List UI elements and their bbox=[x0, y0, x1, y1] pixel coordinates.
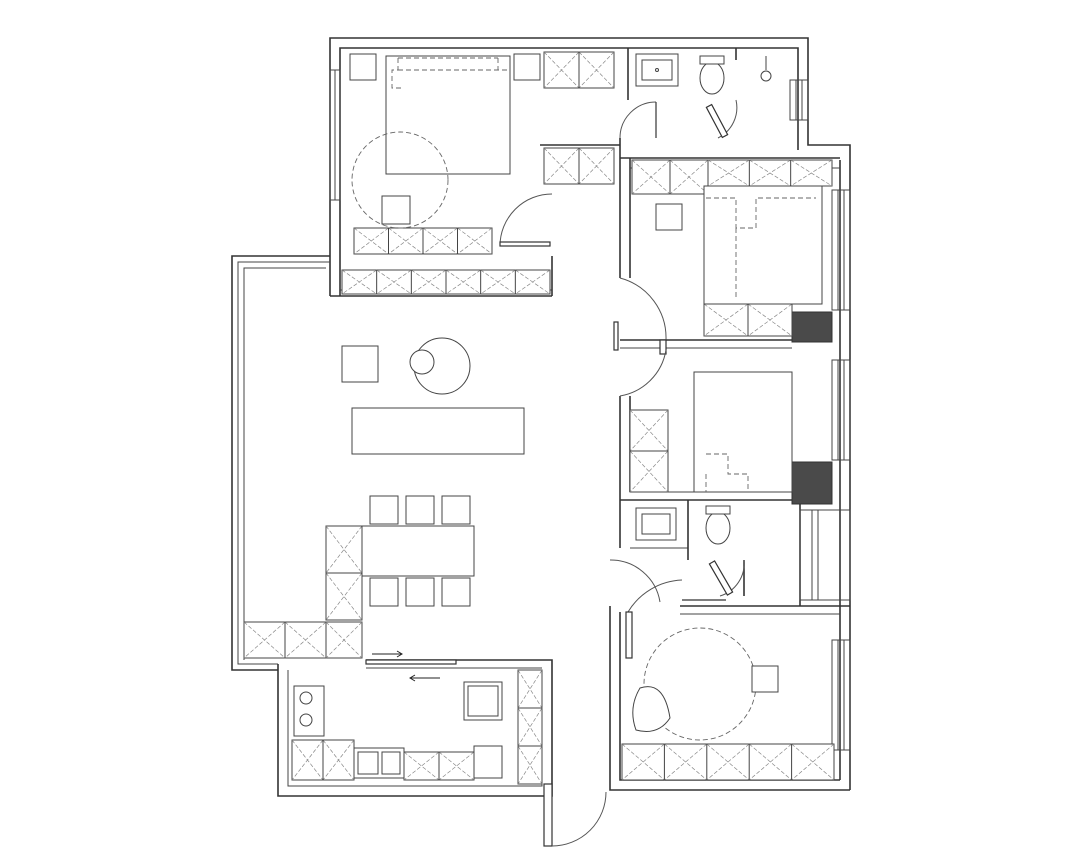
kitchen-sink bbox=[353, 747, 405, 779]
cabinet-cell bbox=[480, 269, 516, 295]
cabinet-cell bbox=[707, 159, 750, 187]
master-bathroom bbox=[619, 53, 772, 139]
windows bbox=[329, 69, 851, 751]
rug-outline bbox=[351, 131, 449, 229]
bedroom-2-chair bbox=[655, 203, 683, 231]
cabinet-cell bbox=[243, 621, 286, 659]
bathroom-2 bbox=[635, 505, 745, 597]
cabinet-cell bbox=[621, 743, 665, 781]
structural-column-2 bbox=[791, 461, 833, 505]
dining-table bbox=[361, 525, 475, 577]
refrigerator bbox=[463, 681, 503, 721]
master-bedroom bbox=[349, 53, 553, 247]
cabinet-cell bbox=[457, 227, 493, 255]
cabinet-cell bbox=[410, 269, 447, 295]
cabinet-cell bbox=[445, 269, 481, 295]
nightstand-right bbox=[513, 53, 541, 81]
cabinet-cell bbox=[284, 621, 327, 659]
burner bbox=[299, 691, 313, 705]
cabinet-cell bbox=[322, 739, 355, 781]
cabinet-cell bbox=[629, 409, 669, 452]
coffee-table bbox=[351, 407, 525, 455]
dining-chair bbox=[441, 577, 471, 607]
cabinet-cell bbox=[438, 751, 475, 781]
ottoman bbox=[341, 345, 379, 383]
cabinet-cell bbox=[517, 669, 543, 709]
cabinet-cell bbox=[669, 159, 709, 195]
cabinet-cell bbox=[325, 525, 363, 574]
slide-arrow-right bbox=[372, 650, 403, 658]
toilet bbox=[699, 61, 725, 95]
study-desk bbox=[751, 665, 779, 693]
sink-2 bbox=[635, 507, 677, 541]
dining-chair bbox=[369, 495, 399, 525]
kitchen bbox=[293, 650, 607, 847]
cabinet-cell bbox=[748, 159, 791, 187]
nightstand-left bbox=[349, 53, 377, 81]
cabinet-cell bbox=[325, 572, 363, 621]
cabinet-cell bbox=[376, 269, 412, 295]
side-table-small bbox=[409, 349, 435, 375]
bedroom-door-swing bbox=[499, 193, 553, 247]
cabinet-cell bbox=[791, 743, 835, 781]
bedroom-2-bed bbox=[703, 185, 823, 305]
cabinet-cell bbox=[422, 227, 458, 255]
bedroom-3-bed bbox=[693, 371, 793, 493]
master-bed bbox=[385, 55, 511, 175]
cabinet-cell bbox=[747, 303, 793, 337]
hall-door-swing bbox=[609, 559, 661, 603]
living-room bbox=[341, 337, 525, 455]
dining-area bbox=[361, 495, 475, 607]
cabinet-cell bbox=[517, 707, 543, 747]
sliding-door bbox=[365, 659, 457, 665]
cabinet-cell bbox=[790, 159, 833, 187]
slide-arrow-left bbox=[409, 674, 440, 682]
armchair bbox=[381, 195, 411, 225]
shower-drain bbox=[760, 70, 772, 82]
dishwasher bbox=[473, 745, 503, 779]
cabinet-cell bbox=[748, 743, 792, 781]
cabinet bbox=[517, 669, 543, 785]
dining-chair bbox=[369, 577, 399, 607]
bedroom-2 bbox=[613, 185, 823, 355]
bedroom-3 bbox=[619, 349, 793, 493]
lounge-chair bbox=[632, 686, 671, 732]
cabinet-cell bbox=[663, 743, 708, 781]
entry-door bbox=[543, 783, 553, 847]
cabinet-cell bbox=[341, 269, 377, 295]
cabinet-cell bbox=[403, 751, 440, 781]
cabinet-cell bbox=[543, 147, 580, 185]
cabinet-cell bbox=[388, 227, 424, 255]
cabinet-cell bbox=[291, 739, 324, 781]
cabinet-cell bbox=[703, 303, 749, 337]
burner bbox=[299, 713, 313, 727]
structural-column-1 bbox=[791, 311, 833, 343]
dining-chair bbox=[405, 577, 435, 607]
cabinet-cell bbox=[706, 743, 750, 781]
cabinet-cell bbox=[353, 227, 389, 255]
cabinet-cell bbox=[543, 51, 580, 89]
cabinet-cell bbox=[517, 745, 543, 785]
cabinet-cell bbox=[578, 51, 615, 89]
toilet-2 bbox=[705, 511, 731, 545]
study bbox=[625, 579, 779, 741]
cabinet-cell bbox=[578, 147, 615, 185]
cabinet-cell bbox=[514, 269, 551, 295]
sink bbox=[635, 53, 679, 87]
cabinet-cell bbox=[629, 450, 669, 493]
cabinets bbox=[243, 51, 835, 785]
cabinet-cell bbox=[631, 159, 671, 195]
dining-chair bbox=[405, 495, 435, 525]
cabinet-cell bbox=[325, 621, 363, 659]
stove bbox=[293, 685, 325, 737]
dining-chair bbox=[441, 495, 471, 525]
